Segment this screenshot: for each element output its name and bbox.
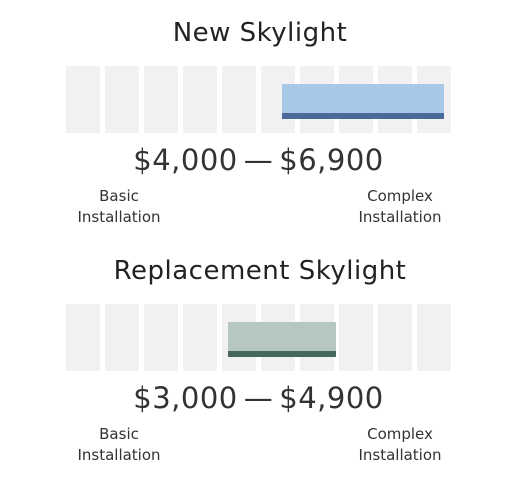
basic-installation-label: Basic Installation (77, 425, 161, 464)
basic-installation-label: Basic Installation (77, 187, 161, 226)
meter-segment (66, 304, 100, 371)
price-range-fill (228, 322, 337, 357)
section-title: New Skylight (172, 18, 348, 48)
section-title: Replacement Skylight (113, 256, 407, 286)
meter-segment (417, 304, 451, 371)
meter-segment (105, 66, 139, 133)
range-high: $6,900 (279, 143, 384, 177)
range-low: $4,000 (133, 143, 238, 177)
range-high: $4,900 (279, 381, 384, 415)
complex-installation-label: Complex Installation (358, 187, 442, 226)
meter-segment (144, 304, 178, 371)
complex-installation-label: Complex Installation (358, 425, 442, 464)
meter-segment (144, 66, 178, 133)
price-range: $3,000—$4,900 (0, 381, 517, 415)
meter-segment (66, 66, 100, 133)
price-range-fill (282, 84, 445, 119)
range-separator: — (243, 381, 274, 415)
price-range-meter (66, 304, 452, 371)
range-low: $3,000 (133, 381, 238, 415)
meter-segment (339, 304, 373, 371)
range-separator: — (243, 143, 274, 177)
meter-segment (105, 304, 139, 371)
price-range: $4,000—$6,900 (0, 143, 517, 177)
meter-segment (183, 304, 217, 371)
meter-segment (222, 66, 256, 133)
meter-segment (378, 304, 412, 371)
meter-segment (183, 66, 217, 133)
price-range-meter (66, 66, 452, 133)
